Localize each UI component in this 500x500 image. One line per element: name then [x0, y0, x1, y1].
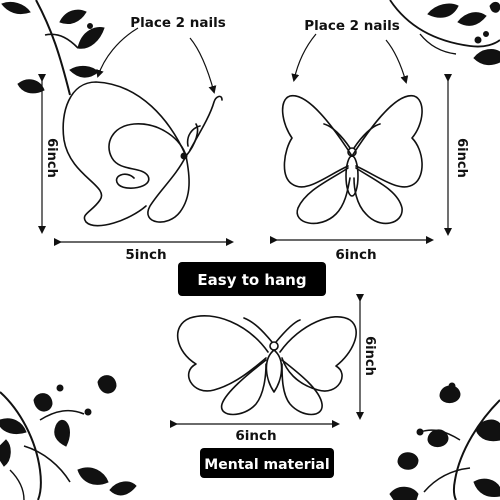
- leaf-icon: [1, 1, 31, 15]
- flower-bud-icon: [97, 375, 117, 394]
- dimension-label-bottom-height: 6inch: [362, 336, 377, 376]
- berry-icon: [87, 23, 93, 29]
- berry-icon: [56, 384, 64, 392]
- material-text: Mental material: [204, 457, 329, 473]
- flower-bud-icon: [397, 452, 419, 470]
- berry-icon: [448, 382, 456, 390]
- butterfly-bottom: [176, 314, 357, 416]
- flower-bud-icon: [33, 393, 53, 412]
- vine-decoration-bottom-left: [0, 375, 137, 500]
- dimension-label-right-width: 6inch: [335, 247, 376, 263]
- dimension-label-left-width: 5inch: [125, 247, 166, 263]
- leaf-icon: [77, 27, 105, 49]
- vine-decoration-top-right: [389, 0, 500, 66]
- flower-bud-icon: [439, 385, 461, 403]
- flower-bud-icon: [427, 429, 449, 447]
- leaf-icon: [59, 9, 87, 25]
- dimension-label-bottom-width: 6inch: [235, 428, 276, 444]
- leaf-icon: [77, 467, 109, 485]
- dimension-label-right-height: 6inch: [454, 138, 469, 178]
- berry-icon: [474, 36, 482, 44]
- leaf-icon: [457, 12, 487, 26]
- vine-decoration-bottom-right: [389, 382, 500, 500]
- leaf-icon: [17, 79, 45, 94]
- leaf-icon: [69, 65, 99, 78]
- berry-icon: [84, 408, 92, 416]
- flower-bud-icon: [489, 1, 500, 13]
- berry-icon: [416, 428, 424, 436]
- butterfly-right: [281, 95, 423, 225]
- dimension-lines: [38, 74, 452, 428]
- nail-label-right: Place 2 nails: [304, 18, 400, 34]
- leaf-icon: [389, 486, 419, 500]
- berry-icon: [483, 31, 489, 37]
- leaf-icon: [473, 478, 500, 497]
- vine-decoration-top-left: [1, 0, 105, 96]
- leaf-icon: [109, 481, 137, 496]
- material-badge: Mental material: [200, 448, 334, 478]
- leaf-icon: [0, 418, 27, 435]
- leaf-icon: [54, 419, 70, 447]
- nail-arrows: [96, 27, 409, 94]
- butterfly-left: [62, 81, 223, 227]
- easy-to-hang-badge: Easy to hang: [178, 262, 326, 296]
- leaf-icon: [427, 3, 459, 18]
- nail-label-left: Place 2 nails: [130, 15, 226, 31]
- leaf-icon: [473, 49, 500, 66]
- leaf-icon: [0, 439, 11, 467]
- dimension-label-left-height: 6inch: [44, 138, 59, 178]
- leaf-icon: [475, 419, 500, 442]
- easy-to-hang-text: Easy to hang: [197, 271, 306, 289]
